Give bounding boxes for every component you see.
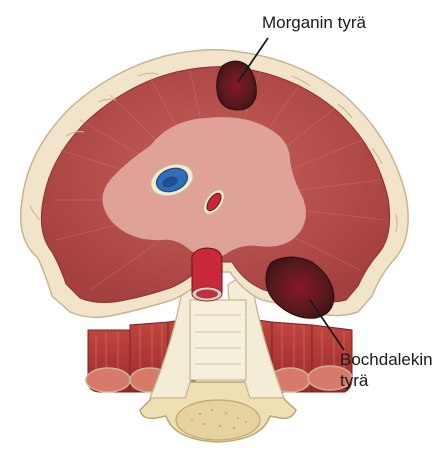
- morgagni-hernia-label: Morganin tyrä: [262, 13, 366, 32]
- bochdalek-hernia-label-line1: Bochdalekin: [340, 350, 433, 369]
- bochdalek-hernia-label-line2: tyrä: [340, 371, 369, 390]
- aorta-icon: [192, 248, 222, 301]
